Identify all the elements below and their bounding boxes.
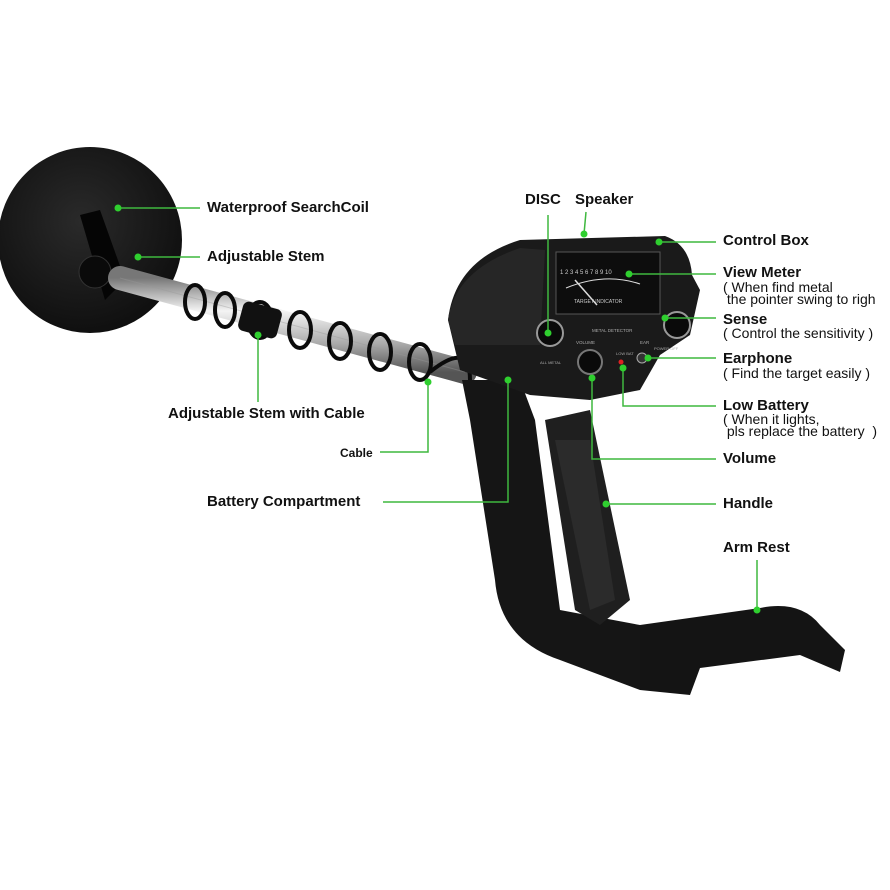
label-battery-compartment: Battery Compartment xyxy=(207,493,361,510)
earphone-note: ( Find the target easily ) xyxy=(723,365,871,381)
meter-scale: 1 2 3 4 5 6 7 8 9 10 xyxy=(560,270,612,276)
label-handle: Handle xyxy=(723,495,774,512)
marker-dots xyxy=(114,204,761,614)
volume-knob xyxy=(577,349,603,375)
label-arm-rest: Arm Rest xyxy=(723,539,790,556)
label-low-battery: Low Battery xyxy=(723,397,809,414)
view-meter xyxy=(555,251,661,315)
volume-knob-label: VOLUME xyxy=(576,340,595,345)
label-earphone: Earphone xyxy=(723,350,793,367)
low-battery-led xyxy=(618,359,624,365)
label-view-meter: View Meter xyxy=(723,264,802,281)
label-stem-with-cable: Adjustable Stem with Cable xyxy=(168,405,365,422)
view-meter-note-1: ( When find metal xyxy=(723,279,833,295)
label-speaker: Speaker xyxy=(575,191,634,208)
label-sense: Sense xyxy=(723,311,768,328)
ear-label: EAR xyxy=(640,340,650,345)
meter-caption: TARGET INDICATOR xyxy=(574,299,623,305)
label-disc: DISC xyxy=(525,191,561,208)
low-battery-note-1: ( When it lights, xyxy=(723,411,820,427)
arm-rest xyxy=(640,606,845,695)
handle-frame xyxy=(462,380,640,690)
sense-knob xyxy=(663,311,691,339)
leader-lines xyxy=(118,207,758,610)
low-battery-note-2: pls replace the battery ) xyxy=(723,423,878,439)
label-cable: Cable xyxy=(340,446,373,460)
label-searchcoil: Waterproof SearchCoil xyxy=(207,199,369,216)
label-adjustable-stem: Adjustable Stem xyxy=(207,248,325,265)
all-metal-label: ALL METAL xyxy=(540,360,562,365)
label-control-box: Control Box xyxy=(723,232,809,249)
low-bat-label: LOW BAT xyxy=(616,351,634,356)
panel-title: METAL DETECTOR xyxy=(592,328,633,333)
view-meter-note-2: the pointer swing to righ xyxy=(723,291,876,307)
power-off-label: POWER OFF xyxy=(654,346,679,351)
sense-note: ( Control the sensitivity ) xyxy=(723,325,874,341)
label-volume: Volume xyxy=(723,450,777,467)
